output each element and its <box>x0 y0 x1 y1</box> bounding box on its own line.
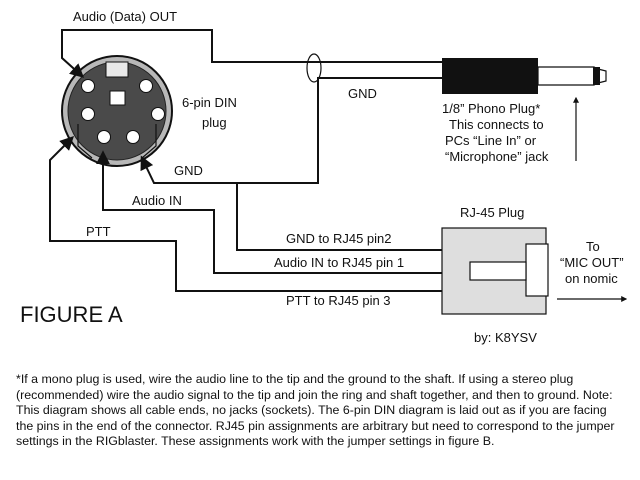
figure-title: FIGURE A <box>20 302 123 327</box>
label-audio-out: Audio (Data) OUT <box>73 9 177 24</box>
din-inner-bracket-right <box>141 124 157 159</box>
label-gnd-top: GND <box>348 86 377 101</box>
din-inner-bracket-left <box>77 124 93 159</box>
din-pin-center <box>109 90 126 106</box>
rj45-latch-area <box>525 243 549 297</box>
din-pin-top-left <box>81 79 95 93</box>
label-ptt-rj45: PTT to RJ45 pin 3 <box>286 293 391 308</box>
label-phono-line3: PCs “Line In” or <box>445 133 537 148</box>
din-pin-top-right <box>139 79 153 93</box>
label-gnd-rj45: GND to RJ45 pin2 <box>286 231 392 246</box>
label-phono-line4: “Microphone” jack <box>445 149 549 164</box>
label-phono-line1: 1/8” Phono Plug* <box>442 101 540 116</box>
label-din-name: 6-pin DIN <box>182 95 237 110</box>
wire-din-ground <box>140 155 318 184</box>
wire-ptt <box>49 136 442 292</box>
din-pin-bottom-left <box>97 130 111 144</box>
din-key-notch <box>105 61 129 78</box>
wire-phono-ground <box>236 77 442 251</box>
wire-audio-in <box>96 150 442 274</box>
label-to-line2: “MIC OUT” <box>560 255 624 270</box>
label-audio-rj45: Audio IN to RJ45 pin 1 <box>274 255 404 270</box>
rj45-contact-tab <box>469 261 527 281</box>
label-to-line1: To <box>586 239 600 254</box>
phono-plug-ring <box>593 67 600 85</box>
phono-plug-body <box>442 58 538 94</box>
din-pin-mid-right <box>151 107 165 121</box>
rj45-plug <box>441 227 549 315</box>
label-audio-in: Audio IN <box>132 193 182 208</box>
footnote-text: *If a mono plug is used, wire the audio … <box>16 372 615 449</box>
label-din-plug: plug <box>202 115 227 130</box>
label-rj45-title: RJ-45 Plug <box>460 205 524 220</box>
byline: by: K8YSV <box>474 330 537 345</box>
din-pin-bottom-right <box>126 130 140 144</box>
label-to-line3: on nomic <box>565 271 618 286</box>
wire-audio-out <box>61 29 442 78</box>
din-connector <box>61 55 173 167</box>
phono-plug <box>442 58 607 94</box>
label-gnd-din: GND <box>174 163 203 178</box>
label-ptt: PTT <box>86 224 111 239</box>
label-phono-line2: This connects to <box>449 117 544 132</box>
din-pin-mid-left <box>81 107 95 121</box>
cable-bundle-ellipse <box>306 53 322 83</box>
